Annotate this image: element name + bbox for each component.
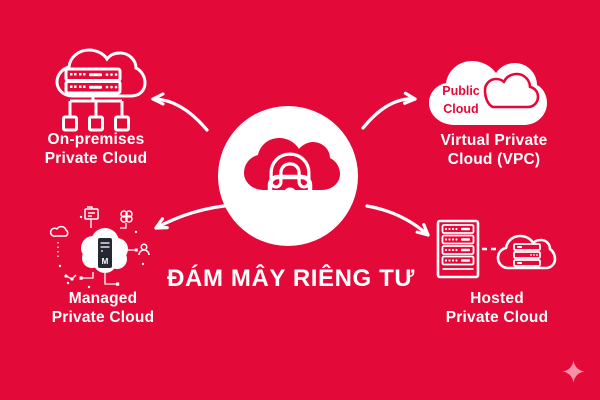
node-vpc: [425, 54, 550, 132]
on-premises-label-line1: On-premises: [47, 131, 145, 148]
hosted-servers-icon: [436, 219, 557, 279]
node-hosted: [435, 218, 557, 284]
managed-label-line2: Private Cloud: [51, 309, 155, 326]
on-premises-cloud-server-icon: [55, 48, 147, 132]
arrow-to-vpc: [361, 91, 417, 130]
public-cloud-badge: Public Cloud: [430, 82, 492, 118]
public-cloud-badge-line2: Cloud: [443, 102, 479, 116]
managed-label-line1: Managed: [68, 290, 138, 307]
managed-server-letter: M: [102, 257, 109, 266]
diagram-title: ĐÁM MÂY RIÊNG TƯ: [167, 265, 415, 292]
hosted-label-line1: Hosted: [470, 290, 524, 307]
managed-cloud-icon: M: [49, 206, 150, 289]
vpc-label-line2: Cloud (VPC): [447, 151, 541, 168]
cloud-lock-icon: [244, 138, 340, 220]
public-cloud-badge-line1: Public: [442, 84, 480, 98]
node-label-managed: Managed Private Cloud: [23, 289, 183, 327]
node-label-hosted: Hosted Private Cloud: [417, 289, 577, 327]
node-managed: M: [48, 198, 168, 293]
center-hub: [218, 106, 358, 246]
arrow-to-hosted: [365, 204, 430, 237]
arrow-to-on-premises: [151, 92, 209, 132]
node-on-premises: [50, 40, 150, 135]
on-premises-label-line2: Private Cloud: [44, 150, 148, 167]
hosted-label-line2: Private Cloud: [445, 309, 549, 326]
node-label-vpc: Virtual Private Cloud (VPC): [413, 131, 575, 169]
public-cloud-icon: [429, 61, 547, 125]
node-label-on-premises: On-premises Private Cloud: [16, 130, 176, 168]
vpc-label-line1: Virtual Private: [440, 132, 548, 149]
sparkle-icon: [562, 360, 585, 383]
arrow-to-managed: [154, 203, 236, 230]
